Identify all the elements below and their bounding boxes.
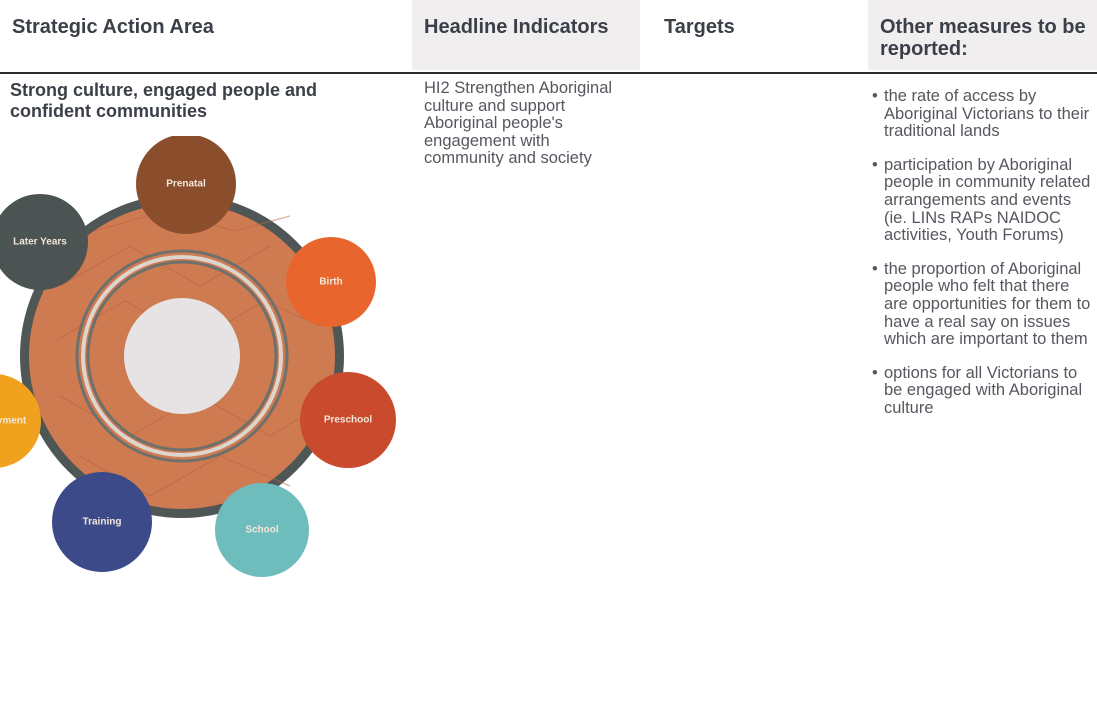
header-other-measures: Other measures to be reported:	[868, 0, 1097, 70]
measure-text: options for all Victorians to be engaged…	[884, 363, 1083, 417]
header-targets: Targets	[664, 16, 735, 38]
header-headline-indicators: Headline Indicators	[412, 0, 640, 70]
lifecycle-node-preschool: Preschool	[300, 372, 396, 468]
headline-indicator-text: HI2 Strengthen Aboriginal culture and su…	[424, 79, 613, 167]
node-label-training: Training	[83, 517, 122, 528]
node-label-school: School	[245, 525, 279, 536]
bullet-icon: •	[872, 259, 878, 278]
node-label-prenatal: Prenatal	[166, 179, 206, 190]
node-label-later-years: Later Years	[13, 237, 67, 248]
lifecycle-node-employment: ployment	[0, 374, 41, 468]
node-label-birth: Birth	[319, 277, 342, 288]
bullet-icon: •	[872, 363, 878, 382]
lifecycle-diagram: Prenatal Birth Preschool School Training…	[0, 136, 410, 596]
center-core	[124, 298, 240, 414]
node-label-employment: ployment	[0, 416, 27, 427]
measure-text: participation by Aboriginal people in co…	[884, 155, 1091, 245]
lifecycle-svg: Prenatal Birth Preschool School Training…	[0, 136, 396, 577]
measure-item: • the rate of access by Aboriginal Victor…	[872, 87, 1094, 141]
measure-text: the rate of access by Aboriginal Victori…	[884, 87, 1090, 141]
measure-item: • options for all Victorians to be engage…	[872, 363, 1094, 418]
inner-ring-outer	[75, 249, 289, 463]
bullet-icon: •	[872, 87, 878, 105]
lifecycle-node-later-years: Later Years	[0, 194, 88, 290]
header-strategic-action-area: Strategic Action Area	[12, 16, 214, 38]
lifecycle-node-birth: Birth	[286, 237, 376, 327]
header-divider	[0, 72, 1097, 74]
node-label-preschool: Preschool	[324, 415, 373, 426]
lifecycle-node-school: School	[215, 483, 309, 577]
strategic-action-area-title: Strong culture, engaged people and confi…	[10, 80, 318, 121]
lifecycle-node-prenatal: Prenatal	[136, 136, 236, 234]
bullet-icon: •	[872, 155, 878, 174]
lifecycle-node-training: Training	[52, 472, 152, 572]
inner-ring-inner	[86, 260, 278, 452]
inner-ring-middle	[81, 255, 283, 457]
measure-item: • the proportion of Aboriginal people who…	[872, 259, 1094, 349]
other-measures-list: • the rate of access by Aboriginal Victor…	[872, 87, 1094, 434]
measure-text: the proportion of Aboriginal people who …	[884, 259, 1091, 349]
measure-item: • participation by Aboriginal people in c…	[872, 155, 1094, 245]
